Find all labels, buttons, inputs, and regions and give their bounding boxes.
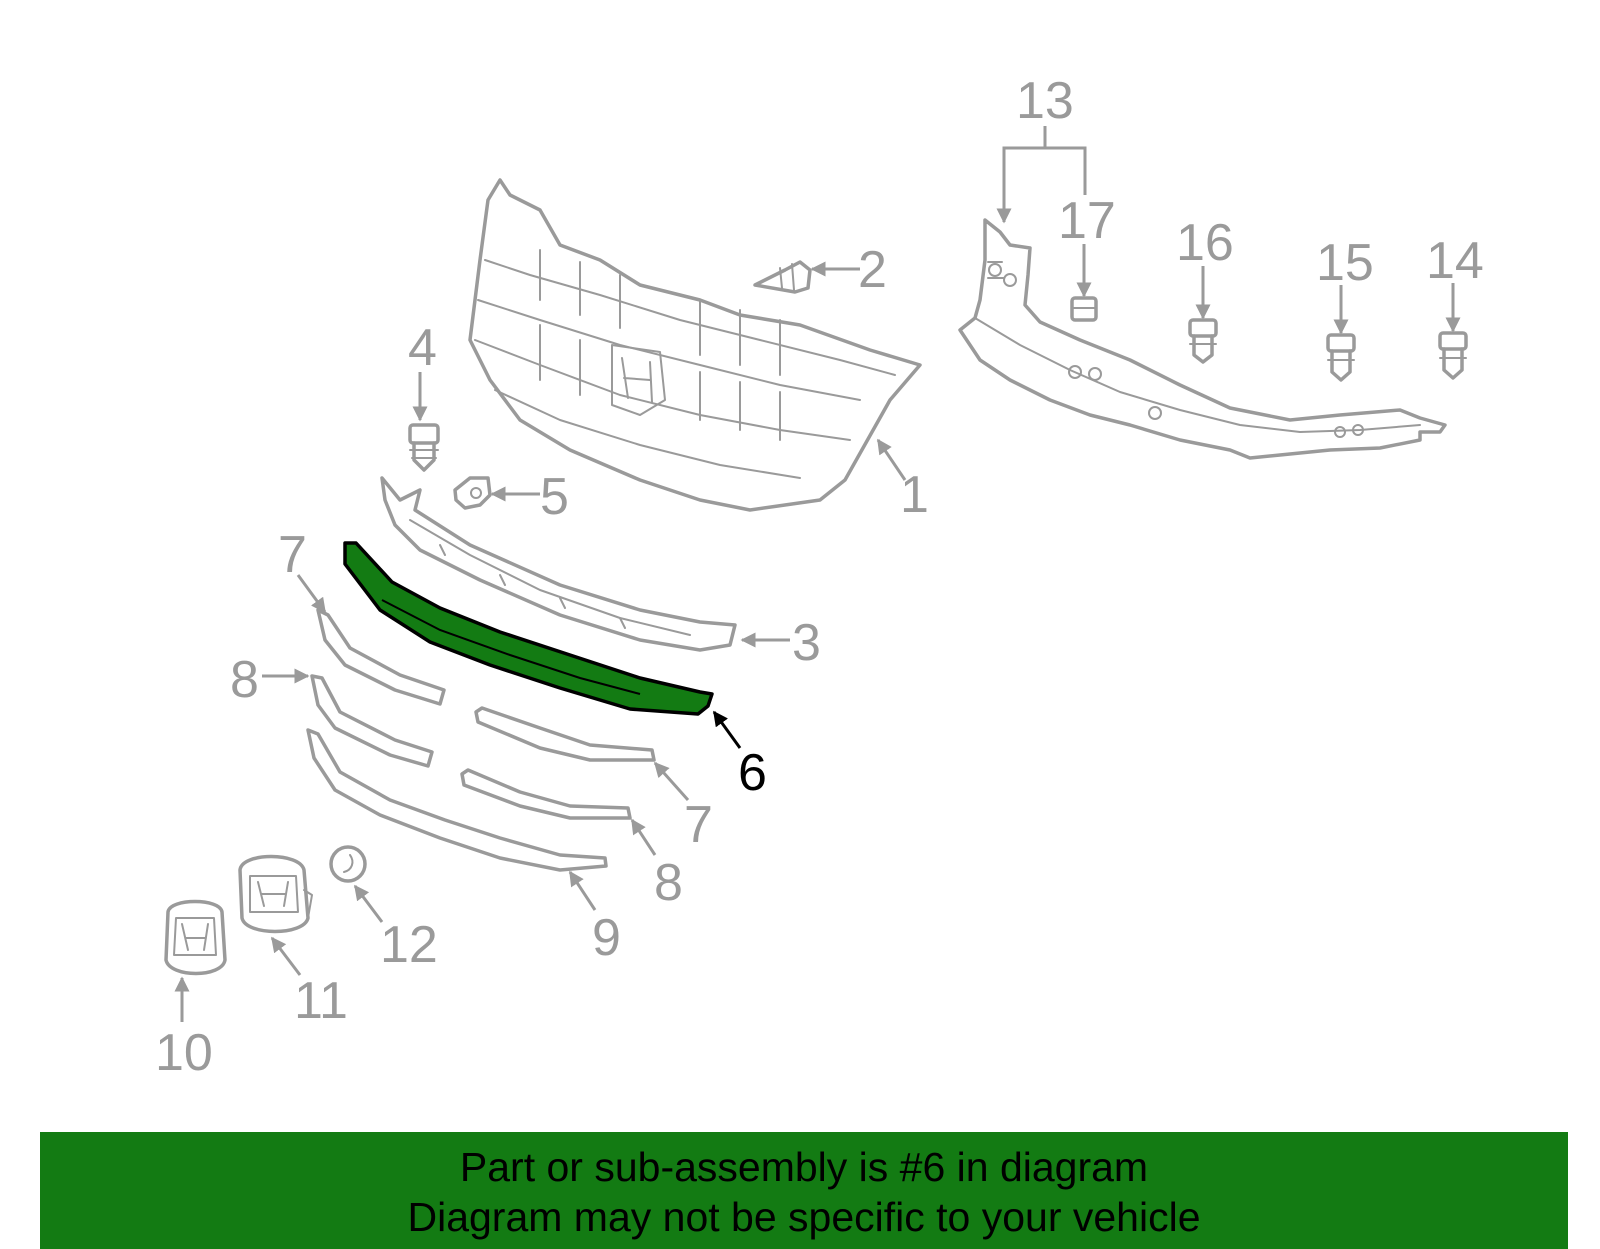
callout-5: 5 [540,468,569,526]
callout-11: 11 [294,972,348,1030]
info-banner: Part or sub-assembly is #6 in diagram Di… [40,1132,1568,1249]
callout-17: 17 [1058,192,1116,250]
callout-7-right: 7 [684,796,713,854]
highlighted-molding-part-6 [343,541,714,716]
clip-part-4 [408,423,440,472]
grille-assembly [468,178,922,512]
banner-line-disclaimer: Diagram may not be specific to your vehi… [407,1194,1201,1240]
callout-3: 3 [792,614,821,672]
emblem-part-10 [164,899,227,976]
callout-10: 10 [155,1024,213,1082]
trim-part-9 [306,728,608,872]
callout-6: 6 [738,744,767,802]
callout-2: 2 [858,241,887,299]
banner-line-part-info: Part or sub-assembly is #6 in diagram [459,1144,1149,1190]
callout-14: 14 [1426,232,1484,290]
callout-13: 13 [1016,72,1074,130]
cap-part-12 [329,845,367,883]
callout-9: 9 [592,909,621,967]
clip-part-14 [1438,331,1468,380]
callout-16: 16 [1176,214,1234,272]
callout-7-left: 7 [278,526,307,584]
emblem-part-11 [238,854,313,934]
bracket-part-5 [453,476,492,510]
grille-base-part [380,476,737,652]
trim-part-8-left [310,674,434,768]
clip-part-16 [1188,318,1218,364]
leader-lines [174,126,1461,1022]
upper-support-part-13 [958,218,1447,460]
clip-part-15 [1326,333,1356,382]
trim-part-7-right [474,706,656,762]
screw-part [753,260,812,294]
callout-8-right: 8 [654,854,683,912]
callout-12: 12 [380,916,438,974]
callout-8-left: 8 [230,651,259,709]
callout-4: 4 [408,319,437,377]
nut-part-17 [1070,296,1098,322]
trim-part-8-right [460,768,632,820]
trim-part-7-left [316,608,446,706]
callout-1: 1 [900,466,929,524]
callout-15: 15 [1316,234,1374,292]
